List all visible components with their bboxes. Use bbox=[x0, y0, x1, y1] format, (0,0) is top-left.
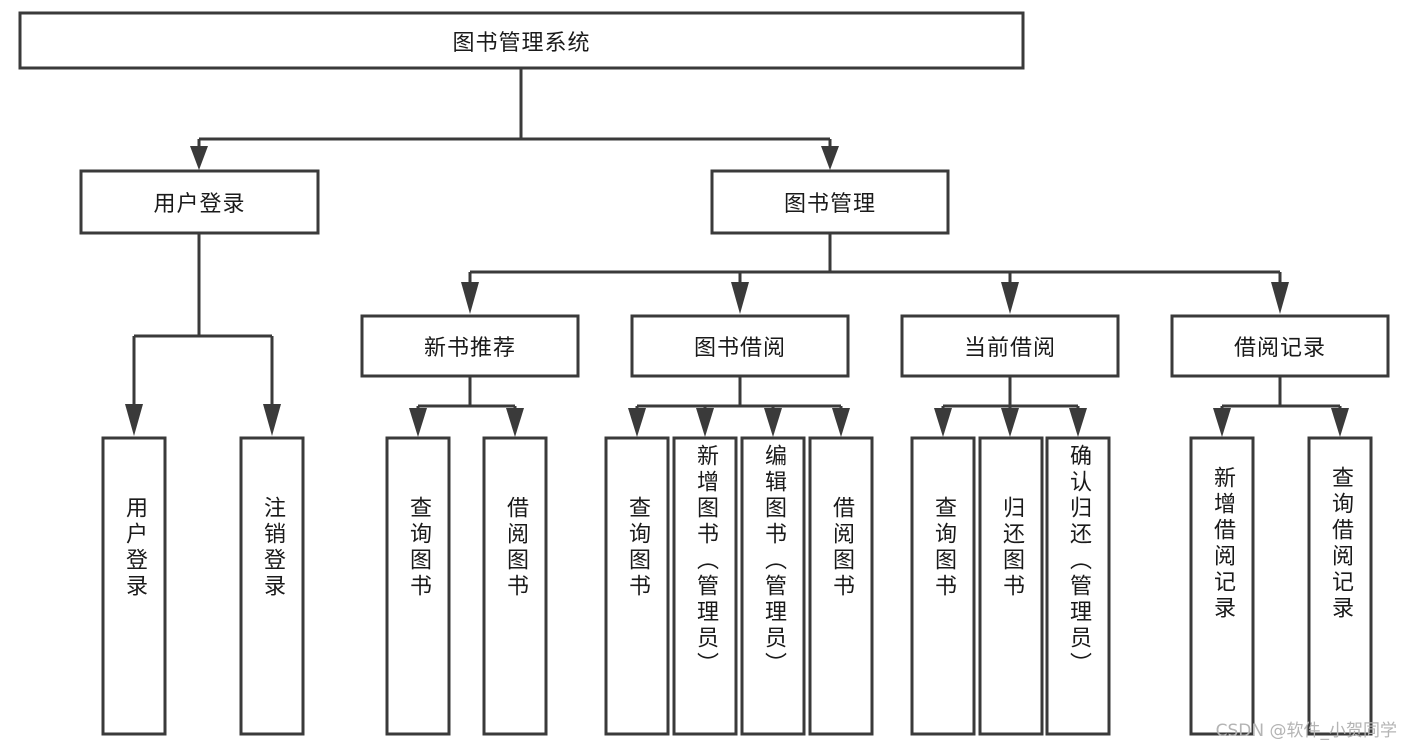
arrow-head-bb-leaf-3 bbox=[764, 408, 782, 437]
arrow-head-borrow-record bbox=[1271, 282, 1289, 314]
arrow-head-nb-leaf-1 bbox=[409, 408, 427, 437]
leaf-box-bb-borrow-book[interactable] bbox=[808, 436, 874, 736]
arrow-head-book-borrow bbox=[731, 282, 749, 314]
leaf-box-cb-query-book[interactable] bbox=[910, 436, 976, 736]
leaf-box-cb-confirm-return[interactable] bbox=[1045, 436, 1111, 736]
node-borrow-record-box[interactable] bbox=[1170, 314, 1390, 378]
node-root-box[interactable] bbox=[18, 11, 1025, 70]
arrow-head-cb-leaf-1 bbox=[934, 408, 952, 437]
leaf-box-bb-add-book[interactable] bbox=[672, 436, 738, 736]
node-book-borrow-box[interactable] bbox=[630, 314, 850, 378]
arrow-head-user-login bbox=[190, 146, 208, 170]
leaf-box-br-query-record[interactable] bbox=[1307, 436, 1373, 736]
arrow-head-bb-leaf-1 bbox=[628, 408, 646, 437]
node-current-borrow-box[interactable] bbox=[900, 314, 1120, 378]
node-book-management-box[interactable] bbox=[710, 169, 950, 235]
leaf-box-logout[interactable] bbox=[239, 436, 305, 736]
leaf-box-nb-query-book[interactable] bbox=[385, 436, 451, 736]
arrow-head-bb-leaf-2 bbox=[696, 408, 714, 437]
arrow-head-bb-leaf-4 bbox=[832, 408, 850, 437]
leaf-box-bb-query-book[interactable] bbox=[604, 436, 670, 736]
leaf-box-br-add-record[interactable] bbox=[1189, 436, 1255, 736]
node-user-login-box[interactable] bbox=[79, 169, 320, 235]
leaf-box-bb-edit-book[interactable] bbox=[740, 436, 806, 736]
arrow-head-leaf-logout bbox=[263, 404, 281, 436]
leaf-box-cb-return-book[interactable] bbox=[978, 436, 1044, 736]
arrow-head-leaf-user-login bbox=[125, 404, 143, 436]
arrow-head-br-leaf-2 bbox=[1331, 408, 1349, 437]
arrow-head-book-mgmt bbox=[821, 146, 839, 170]
leaf-box-nb-borrow-book[interactable] bbox=[482, 436, 548, 736]
arrow-head-cb-leaf-2 bbox=[1001, 408, 1019, 437]
arrow-head-cb-leaf-3 bbox=[1069, 408, 1087, 437]
node-new-book-recommend-box[interactable] bbox=[360, 314, 580, 378]
arrow-head-br-leaf-1 bbox=[1213, 408, 1231, 437]
arrow-head-current-borrow bbox=[1001, 282, 1019, 314]
leaf-box-user-login[interactable] bbox=[101, 436, 167, 736]
arrow-head-nb-leaf-2 bbox=[506, 408, 524, 437]
arrow-head-new-book bbox=[461, 282, 479, 314]
